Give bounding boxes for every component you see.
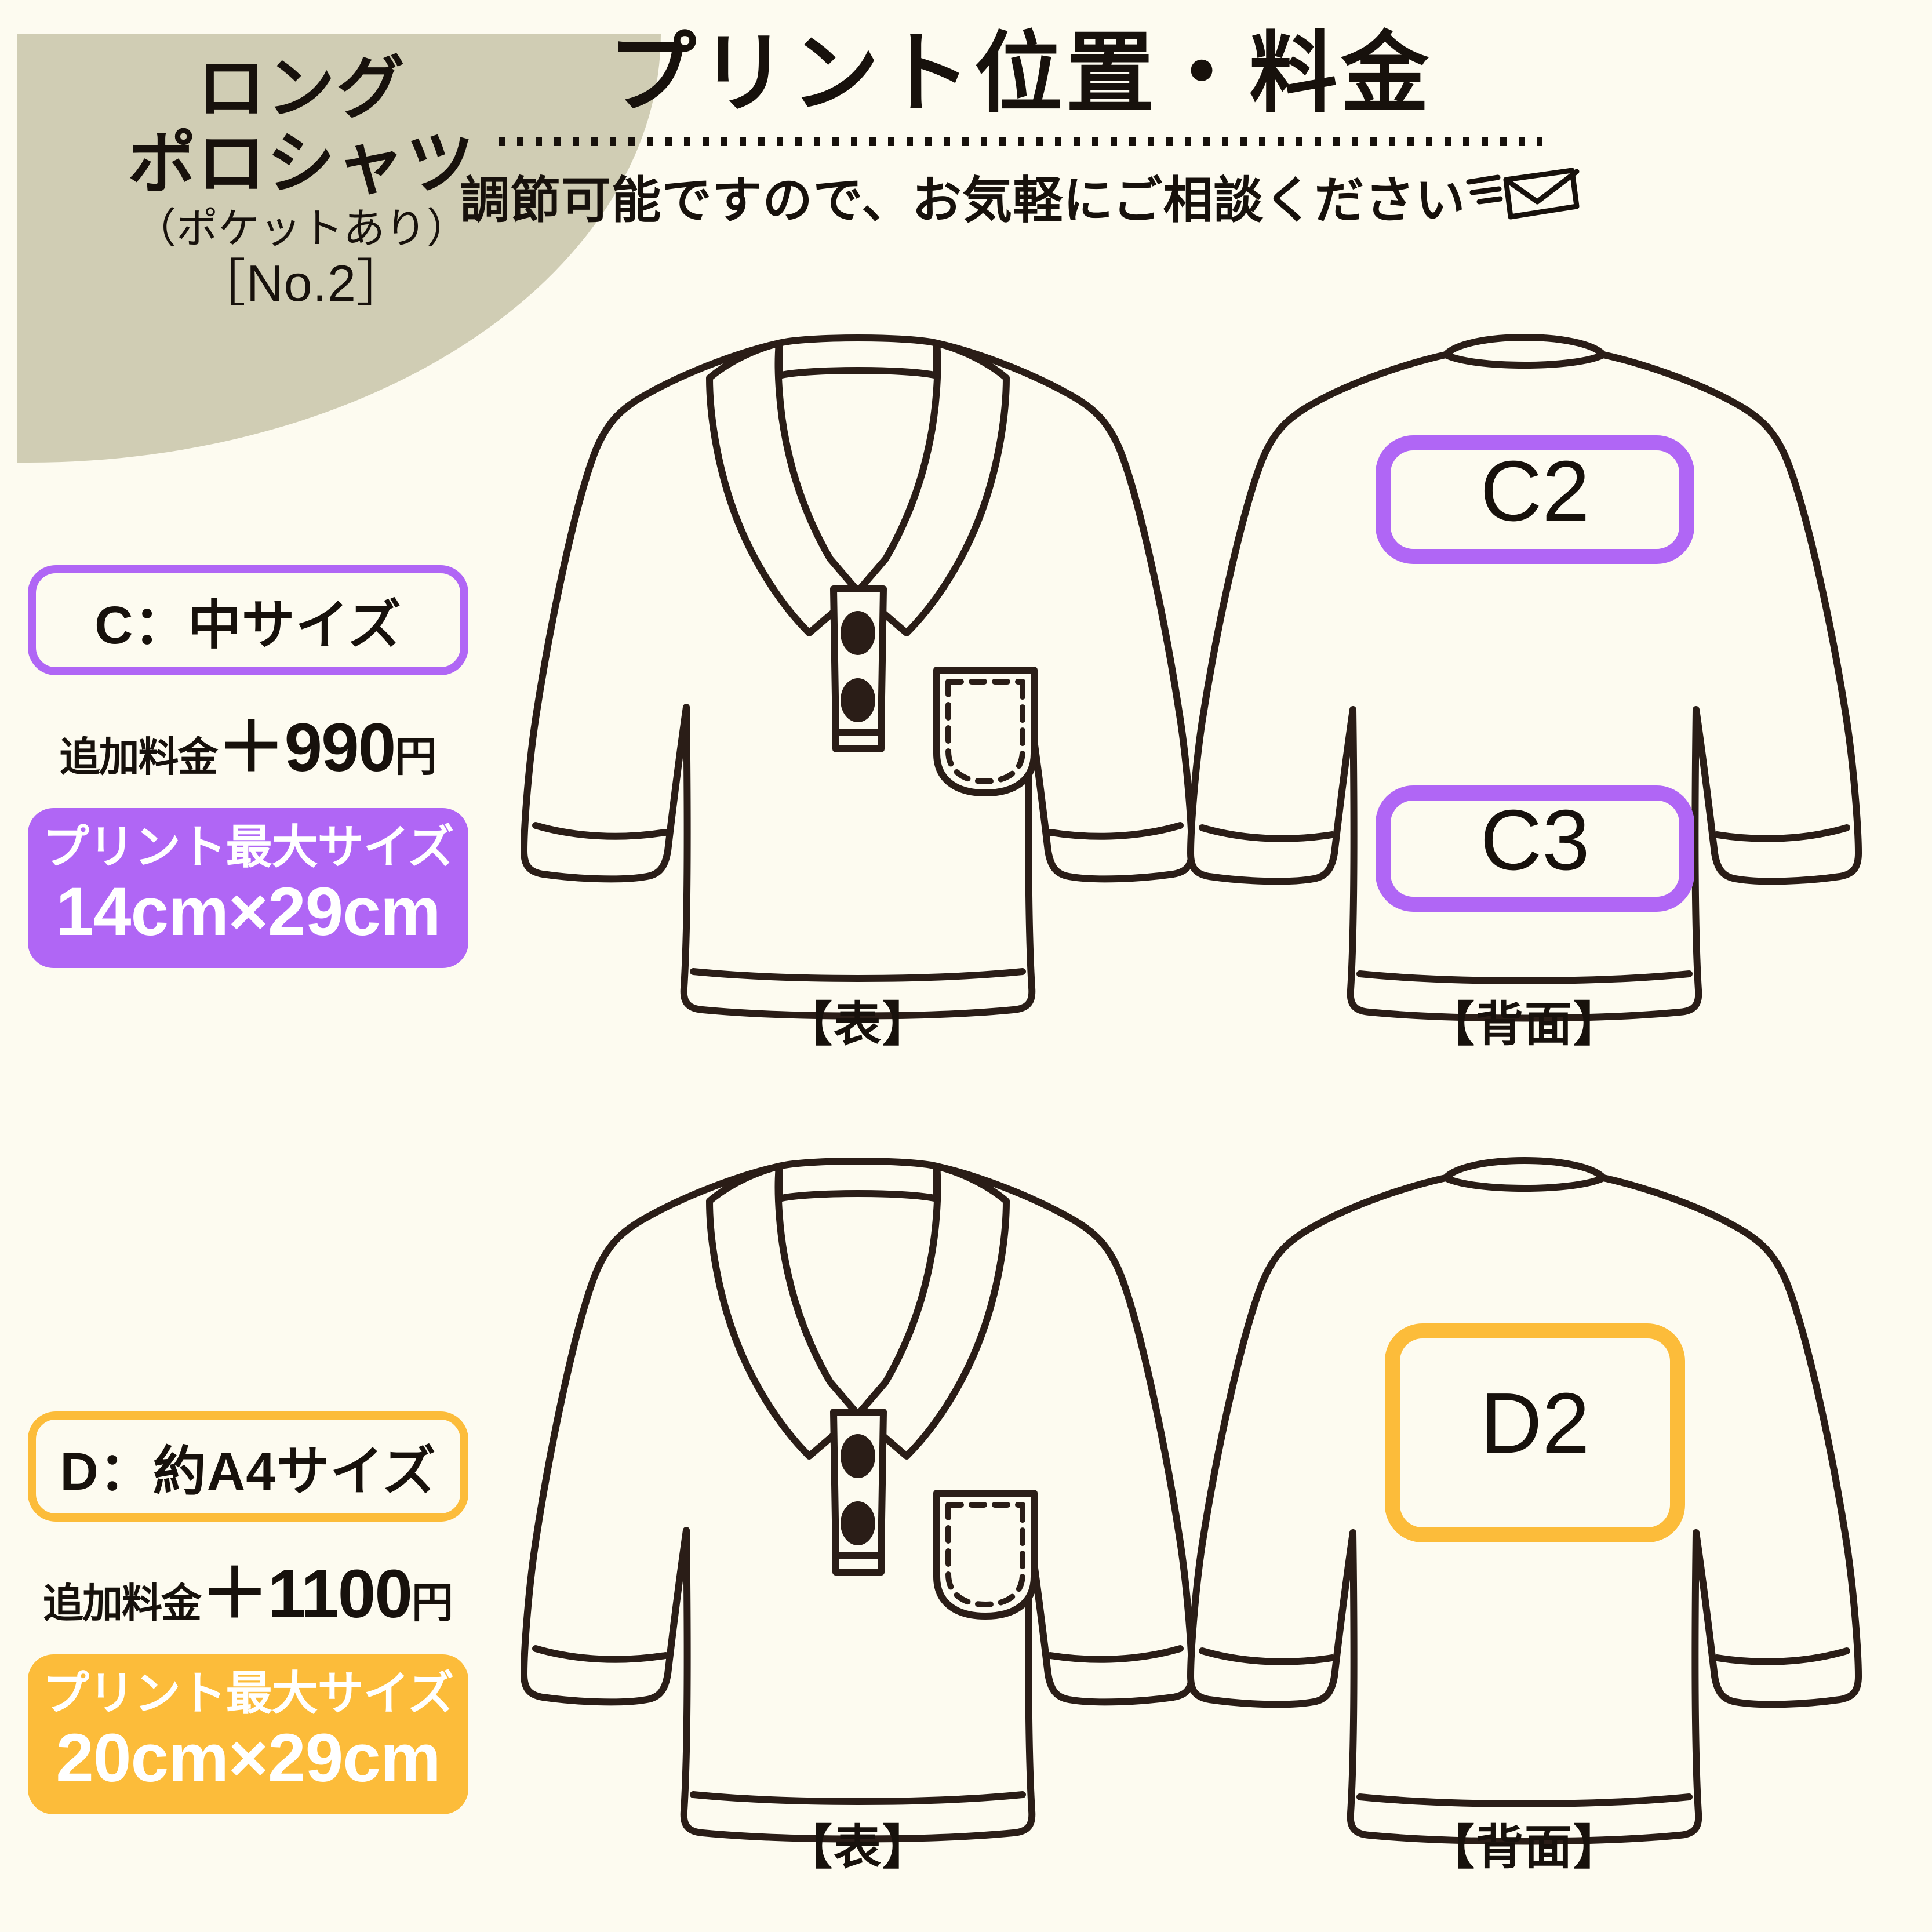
product-badge-line1: ロング (197, 50, 406, 127)
header-subtitle-row: 調節可能ですので、お気軽にご相談ください (441, 159, 1600, 232)
maxsize-box-d: プリント最大サイズ 20cm×29cm (28, 1654, 468, 1814)
print-zone-d2[interactable]: D2 (1385, 1323, 1685, 1542)
shirt-button (841, 611, 875, 655)
size-chip-d: D：約A4サイズ (28, 1411, 468, 1522)
maxsize-box-c: プリント最大サイズ 14cm×29cm (28, 808, 468, 968)
shirt-back-illustration-d: D2 (1177, 1125, 1872, 1878)
product-badge: ロング ポロシャツ （ポケットあり） ［No.2］ (17, 52, 585, 311)
page-subtitle: 調節可能ですので、お気軽にご相談ください (460, 173, 1466, 229)
shirt-button (841, 1501, 875, 1545)
spec-panel-d: D：約A4サイズ 追加料金 ＋1100 円 プリント最大サイズ 20cm×29c… (28, 1411, 492, 1814)
print-zone-c2[interactable]: C2 (1376, 435, 1694, 564)
shirt-button (841, 678, 875, 722)
price-label-d: 追加料金 (42, 1581, 202, 1626)
page-title: プリント位置・料金 (608, 24, 1432, 123)
print-zone-c3[interactable]: C3 (1376, 785, 1694, 912)
size-chip-c: C：中サイズ (28, 565, 468, 675)
caption-front-c: 【表】 (784, 998, 931, 1051)
product-badge-line4: ［No.2］ (195, 254, 408, 312)
price-label-c: 追加料金 (59, 734, 219, 780)
product-badge-line2: ポロシャツ (127, 126, 475, 203)
price-row-c: 追加料金 ＋990 円 (28, 692, 468, 791)
shirt-back-illustration-c: C2 C3 (1177, 301, 1872, 1055)
shirt-button (841, 1434, 875, 1478)
caption-back-c: 【背面】 (1427, 998, 1622, 1051)
maxsize-value-d: 20cm×29cm (56, 1719, 441, 1796)
dotted-divider (499, 134, 1542, 147)
product-badge-line3: （ポケットあり） (134, 205, 468, 252)
caption-back-d: 【背面】 (1427, 1821, 1622, 1874)
price-amount-d: ＋1100 (200, 1556, 413, 1632)
maxsize-label-c: プリント最大サイズ (42, 821, 454, 873)
maxsize-label-d: プリント最大サイズ (42, 1668, 454, 1719)
mail-icon (1464, 161, 1580, 231)
maxsize-value-c: 14cm×29cm (56, 873, 441, 950)
shirt-front-illustration-c (510, 301, 1206, 1055)
pocket-stitching (945, 679, 1025, 785)
caption-front-d: 【表】 (784, 1821, 931, 1874)
size-chip-label-d: D：約A4サイズ (60, 1442, 436, 1501)
spec-panel-c: C：中サイズ 追加料金 ＋990 円 プリント最大サイズ 14cm×29cm (28, 565, 492, 968)
chest-pocket (933, 1490, 1038, 1620)
print-zone-c3-label: C3 (1480, 792, 1589, 888)
price-unit-d: 円 (411, 1580, 453, 1627)
size-chip-label-c: C：中サイズ (94, 595, 402, 655)
chest-pocket (933, 667, 1038, 796)
price-unit-c: 円 (395, 734, 437, 780)
header: プリント位置・料金 調節可能ですので、お気軽にご相談ください (441, 22, 1600, 232)
print-zone-d2-label: D2 (1480, 1376, 1589, 1471)
shirt-front-illustration-d (510, 1125, 1206, 1878)
pocket-stitching (945, 1502, 1025, 1608)
print-zone-c2-label: C2 (1480, 443, 1589, 539)
price-row-d: 追加料金 ＋1100 円 (28, 1538, 468, 1637)
price-amount-c: ＋990 (217, 710, 396, 786)
